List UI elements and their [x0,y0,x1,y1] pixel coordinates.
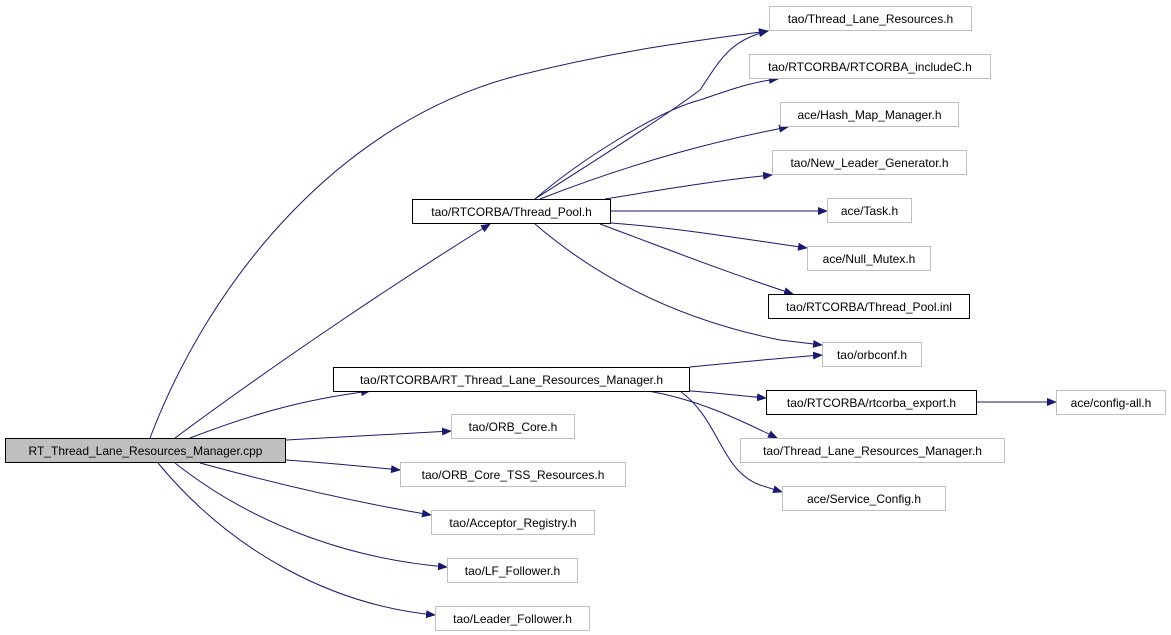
edge-thread-pool-h-to-orbconf-h [534,223,823,348]
edge-thread-pool-h-to-null-mutex-h [610,222,808,251]
edge-cpp-to-thread-pool-h [174,223,491,439]
node-acceptor-registry-h[interactable]: tao/Acceptor_Registry.h [431,510,595,535]
node-orb-core-tss-resources-h[interactable]: tao/ORB_Core_TSS_Resources.h [400,462,626,487]
node-orbconf-h[interactable]: tao/orbconf.h [822,342,922,367]
edge-rt-tlrm-h-to-tlrm-h [647,390,778,439]
edge-thread-pool-h-to-thread-pool-inl [599,223,794,295]
node-thread-pool-h[interactable]: tao/RTCORBA/Thread_Pool.h [412,199,611,224]
edge-thread-pool-h-to-thread-lane-resources-h [534,29,769,200]
node-null-mutex-h[interactable]: ace/Null_Mutex.h [807,246,931,271]
edge-thread-pool-h-to-hash-map-manager-h [539,124,789,200]
node-thread-lane-resources-h[interactable]: tao/Thread_Lane_Resources.h [769,6,972,31]
node-new-leader-generator-h[interactable]: tao/New_Leader_Generator.h [772,150,967,175]
edge-rt-tlrm-h-to-rtcorba-export-h [689,390,767,402]
node-task-h[interactable]: ace/Task.h [827,198,912,223]
edge-cpp-to-rt-tlrm-h [189,388,371,439]
edge-thread-pool-h-to-rtcorba-includec-h [534,75,779,200]
node-leader-follower-h[interactable]: tao/Leader_Follower.h [435,606,590,631]
node-hash-map-manager-h[interactable]: ace/Hash_Map_Manager.h [780,102,959,127]
edge-rt-tlrm-h-to-orbconf-h [689,351,823,368]
edge-rt-tlrm-h-to-service-config-h [679,390,783,494]
edge-cpp-to-orb-core-h [285,427,452,441]
node-service-config-h[interactable]: ace/Service_Config.h [782,486,946,511]
node-rt-thread-lane-resources-manager-cpp: RT_Thread_Lane_Resources_Manager.cpp [5,438,286,463]
node-thread-lane-resources-manager-h[interactable]: tao/Thread_Lane_Resources_Manager.h [740,438,1005,463]
node-rtcorba-includec-h[interactable]: tao/RTCORBA/RTCORBA_includeC.h [749,54,991,79]
edge-cpp-to-thread-lane-resources-h [149,28,769,439]
node-config-all-h[interactable]: ace/config-all.h [1056,390,1166,415]
node-thread-pool-inl[interactable]: tao/RTCORBA/Thread_Pool.inl [768,294,970,319]
edge-cpp-to-acceptor-registry-h [199,462,432,518]
node-rt-thread-lane-resources-manager-h[interactable]: tao/RTCORBA/RT_Thread_Lane_Resources_Man… [333,367,690,392]
node-rtcorba-export-h[interactable]: tao/RTCORBA/rtcorba_export.h [766,390,977,415]
edge-cpp-to-leader-follower-h [157,462,436,619]
edge-thread-pool-h-to-new-leader-generator-h [604,171,773,200]
edge-cpp-to-lf-follower-h [174,462,448,571]
node-orb-core-h[interactable]: tao/ORB_Core.h [451,414,575,439]
node-lf-follower-h[interactable]: tao/LF_Follower.h [447,558,578,583]
edge-cpp-to-orb-core-tss-h [285,459,401,474]
